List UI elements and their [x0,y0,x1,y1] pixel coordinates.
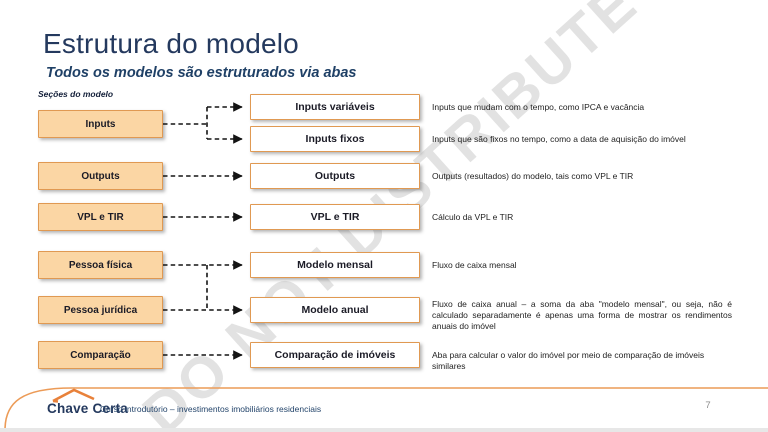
section-box-outputs: Outputs [38,162,163,190]
tab-box-modelo-anual: Modelo anual [250,297,420,323]
section-box-pessoa-juridica: Pessoa jurídica [38,296,163,324]
tab-description: Inputs que são fixos no tempo, como a da… [432,134,686,144]
tab-description: Cálculo da VPL e TIR [432,212,514,222]
section-box-comparacao: Comparação [38,341,163,369]
tab-box-outputs: Outputs [250,163,420,189]
slide-subtitle: Todos os modelos são estruturados via ab… [46,65,357,81]
tab-box-inputs-variaveis: Inputs variáveis [250,94,420,120]
tab-box-inputs-fixos: Inputs fixos [250,126,420,152]
diagram-label: Seções do modelo [38,89,114,99]
tab-box-modelo-mensal: Modelo mensal [250,252,420,278]
course-label: Curso introdutório – investimentos imobi… [100,404,322,414]
tab-description: Aba para calcular o valor do imóvel por … [432,350,705,371]
tab-description: Outputs (resultados) do modelo, tais com… [432,171,634,181]
tab-description: Fluxo de caixa mensal [432,260,517,270]
tab-description: Fluxo de caixa anual – a soma da aba "mo… [432,299,732,331]
page-title: Estrutura do modelo [43,28,299,59]
tab-description: Inputs que mudam com o tempo, como IPCA … [432,102,645,112]
tab-box-vpl-tir: VPL e TIR [250,204,420,230]
section-box-pessoa-fisica: Pessoa física [38,251,163,279]
page-number: 7 [705,400,711,411]
tab-box-comparacao-imoveis: Comparação de imóveis [250,342,420,368]
section-box-inputs: Inputs [38,110,163,138]
slide-bottom-edge [0,428,768,432]
section-box-vpl-tir: VPL e TIR [38,203,163,231]
